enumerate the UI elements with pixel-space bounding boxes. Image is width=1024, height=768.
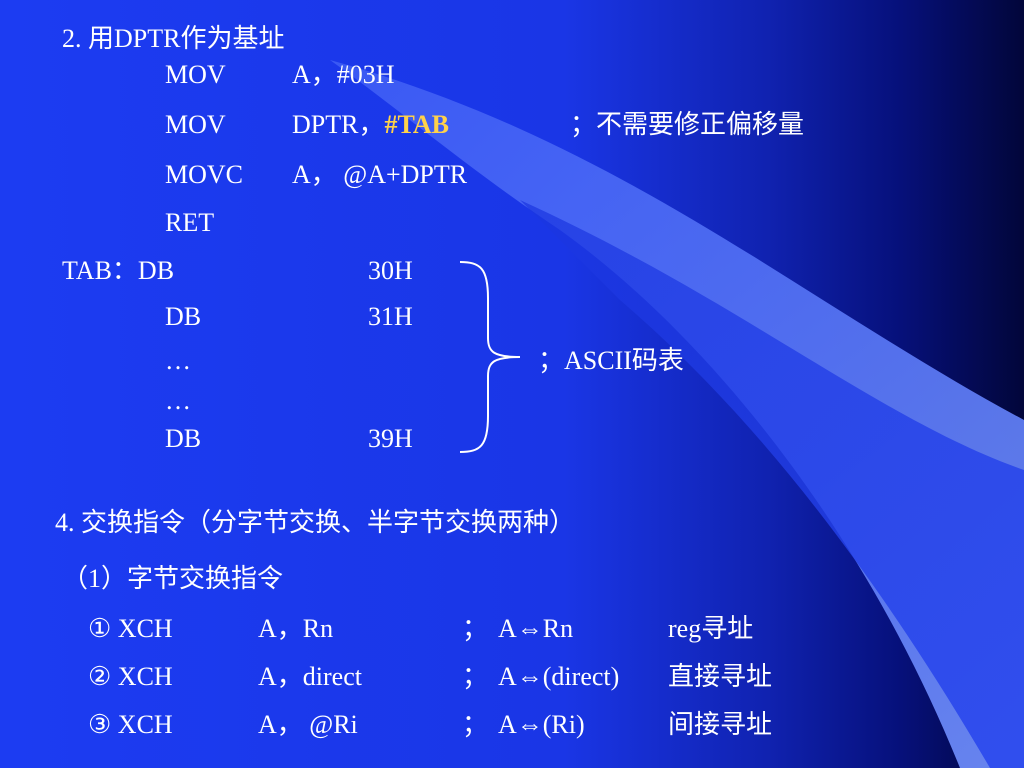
xch-arg: A，Rn <box>258 614 334 643</box>
table-ellipsis: … <box>165 346 191 375</box>
section4-title: 4. 交换指令（分字节交换、半字节交换两种） <box>55 508 576 537</box>
code-arg: A，#03H <box>292 60 395 89</box>
xch-semicolon: ； <box>462 710 489 739</box>
xch-semicolon: ； <box>462 614 489 643</box>
code-op: MOV <box>165 60 226 89</box>
curly-brace <box>459 261 521 453</box>
xch-effect: A⇔(direct) <box>498 662 620 691</box>
section4-subtitle: （1）字节交换指令 <box>62 564 284 593</box>
code-comment: ；不需要修正偏移量 <box>570 110 805 139</box>
code-arg: DPTR，#TAB <box>292 110 449 140</box>
table-label: TAB：DB <box>62 256 175 285</box>
xch-semicolon: ； <box>462 662 489 691</box>
table-op: DB <box>165 302 202 331</box>
xch-effect: A⇔Rn <box>498 614 574 643</box>
xch-num: ① XCH <box>88 614 173 643</box>
highlighted-label: #TAB <box>384 110 449 139</box>
code-op: RET <box>165 208 215 237</box>
xch-mode: 直接寻址 <box>668 662 773 691</box>
xch-mode: 间接寻址 <box>668 710 773 739</box>
code-arg: A， @A+DPTR <box>292 160 468 189</box>
xch-effect: A⇔(Ri) <box>498 710 585 739</box>
code-op: MOV <box>165 110 226 139</box>
table-value: 39H <box>368 424 413 453</box>
xch-arg: A， @Ri <box>258 710 358 739</box>
table-op: DB <box>165 424 202 453</box>
section2-title: 2. 用DPTR作为基址 <box>62 24 285 53</box>
code-arg-text: DPTR， <box>292 110 385 139</box>
table-value: 30H <box>368 256 413 285</box>
xch-num: ③ XCH <box>88 710 173 739</box>
code-op: MOVC <box>165 160 244 189</box>
xch-mode: reg寻址 <box>668 614 754 643</box>
table-value: 31H <box>368 302 413 331</box>
table-comment: ；ASCII码表 <box>538 346 684 375</box>
xch-arg: A，direct <box>258 662 362 691</box>
xch-num: ② XCH <box>88 662 173 691</box>
table-ellipsis: … <box>165 386 191 415</box>
